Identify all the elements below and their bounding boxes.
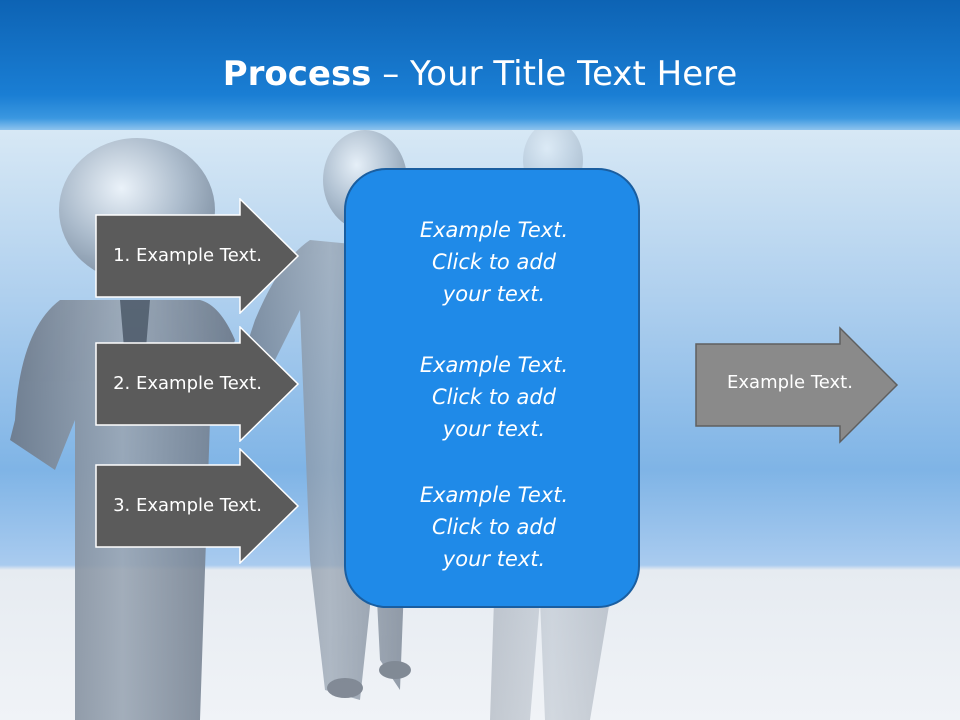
center-block-1-line3: your text. bbox=[442, 282, 546, 306]
page-title: Process – Your Title Text Here bbox=[0, 52, 960, 96]
title-rest-part: – Your Title Text Here bbox=[371, 54, 738, 94]
center-block-2-line3: your text. bbox=[442, 417, 546, 441]
center-block-2-line2: Click to add bbox=[431, 385, 556, 409]
center-block-1-line2: Click to add bbox=[431, 250, 556, 274]
arrow-shape-2 bbox=[95, 325, 300, 443]
output-arrow-shape bbox=[695, 326, 899, 444]
center-block-2-line1: Example Text. bbox=[419, 353, 569, 377]
title-bold-part: Process bbox=[222, 54, 372, 94]
output-label: Example Text. bbox=[727, 372, 853, 393]
center-block-3-line1: Example Text. bbox=[419, 483, 569, 507]
output-arrow[interactable]: Example Text. bbox=[695, 326, 900, 444]
center-text-box[interactable]: Example Text. Click to add your text. Ex… bbox=[344, 168, 640, 608]
step-arrow-2[interactable]: 2. Example Text. bbox=[95, 325, 300, 443]
center-block-3-line2: Click to add bbox=[431, 515, 556, 539]
step-label-2: 2. Example Text. bbox=[113, 373, 262, 394]
center-block-3-line3: your text. bbox=[442, 547, 546, 571]
step-arrow-3[interactable]: 3. Example Text. bbox=[95, 447, 300, 565]
title-banner: Process – Your Title Text Here bbox=[0, 0, 960, 130]
center-block-1-line1: Example Text. bbox=[419, 218, 569, 242]
step-arrow-1[interactable]: 1. Example Text. bbox=[95, 197, 300, 315]
center-block-2[interactable]: Example Text. Click to add your text. bbox=[346, 349, 642, 445]
arrow-shape-3 bbox=[95, 447, 300, 565]
step-label-3: 3. Example Text. bbox=[113, 495, 262, 516]
arrow-shape-1 bbox=[95, 197, 300, 315]
step-label-1: 1. Example Text. bbox=[113, 245, 262, 266]
center-block-1[interactable]: Example Text. Click to add your text. bbox=[346, 214, 642, 310]
center-block-3[interactable]: Example Text. Click to add your text. bbox=[346, 479, 642, 575]
